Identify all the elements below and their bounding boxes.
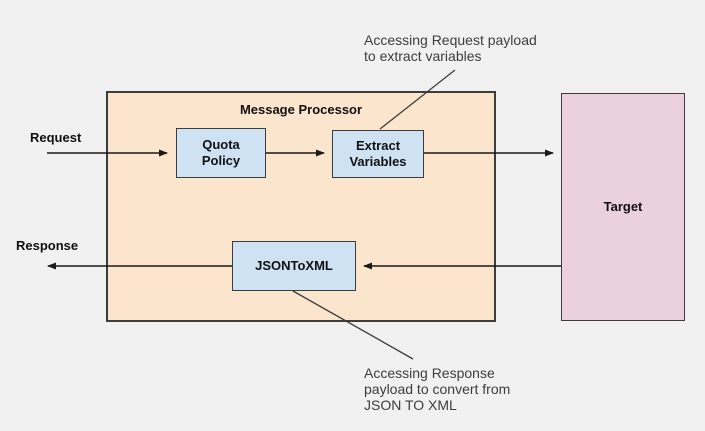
target-node: Target (561, 93, 685, 321)
request-label: Request (30, 130, 82, 145)
message-processor-title: Message Processor (239, 102, 363, 117)
response-label: Response (16, 238, 79, 253)
response-payload-annotation: Accessing Response payload to convert fr… (364, 365, 511, 413)
request-payload-annotation: Accessing Request payload to extract var… (364, 32, 537, 64)
extract-variables-node: Extract Variables (332, 130, 424, 178)
quota-policy-node: Quota Policy (176, 128, 266, 178)
jsontoxml-node: JSONToXML (232, 241, 356, 291)
